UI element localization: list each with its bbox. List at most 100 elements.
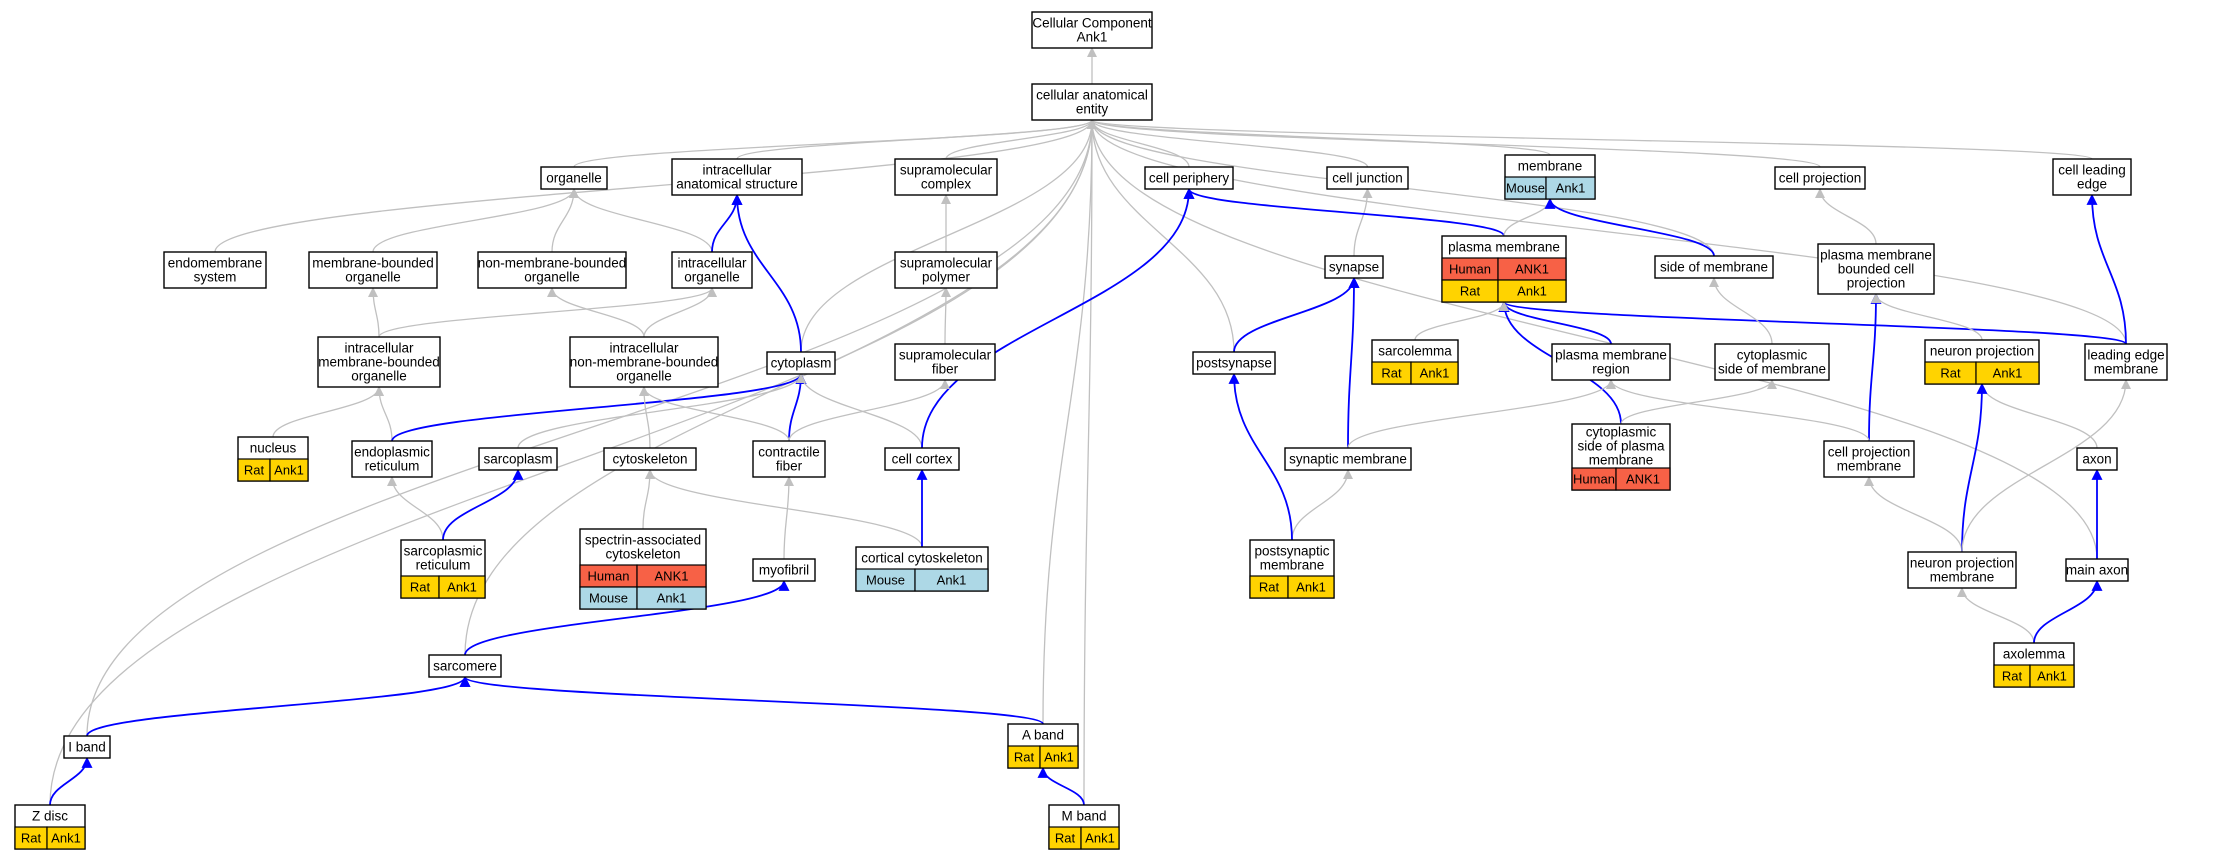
node-box bbox=[308, 251, 438, 289]
edge-psm-to-synm bbox=[1291, 469, 1353, 541]
node-syn[interactable]: synapse bbox=[1324, 255, 1384, 279]
node-label: Cellular Component bbox=[1032, 16, 1152, 31]
species-label: Mouse bbox=[866, 573, 905, 588]
edge-inmbo-to-nmbo bbox=[547, 287, 645, 338]
edge-som-to-memb bbox=[1544, 197, 1715, 257]
species-label: Rat bbox=[2002, 669, 2023, 684]
node-ccor[interactable]: cell cortex bbox=[884, 447, 960, 471]
node-myo[interactable]: myofibril bbox=[752, 558, 816, 582]
node-cproj[interactable]: cell projection bbox=[1774, 166, 1866, 190]
node-sarcop[interactable]: sarcoplasm bbox=[478, 447, 558, 471]
node-cper[interactable]: cell periphery bbox=[1144, 166, 1234, 190]
node-label: side of plasma bbox=[1577, 439, 1665, 454]
node-cjun[interactable]: cell junction bbox=[1326, 166, 1409, 190]
species-label: Rat bbox=[410, 580, 431, 595]
node-psyn[interactable]: postsynapse bbox=[1192, 351, 1276, 375]
node-box bbox=[1774, 166, 1866, 190]
node-label: membrane bbox=[1930, 570, 1995, 585]
edge-npm-to-lem bbox=[1961, 379, 2131, 553]
node-label: sarcoplasmic bbox=[404, 544, 483, 559]
gene-cell bbox=[1545, 176, 1596, 200]
node-label: cytoskeleton bbox=[605, 547, 680, 562]
node-box bbox=[766, 351, 836, 375]
node-label: cellular anatomical bbox=[1036, 88, 1148, 103]
node-box bbox=[671, 158, 803, 196]
species-label: Rat bbox=[244, 463, 265, 478]
edge-psm-to-psyn bbox=[1228, 372, 1293, 541]
gene-label: Ank1 bbox=[1517, 284, 1547, 299]
node-cyto[interactable]: cytoplasm bbox=[766, 351, 836, 375]
node-axon[interactable]: axon bbox=[2076, 447, 2118, 471]
node-label: cytoskeleton bbox=[612, 452, 687, 467]
node-label: intracellular bbox=[677, 256, 747, 271]
node-box bbox=[317, 336, 441, 388]
node-label: nucleus bbox=[250, 441, 297, 456]
edge-imbo-to-io bbox=[378, 287, 717, 338]
edge-ias-to-cae bbox=[736, 119, 1097, 160]
node-label: membrane bbox=[1837, 459, 1902, 474]
gene-label: Ank1 bbox=[1044, 750, 1074, 765]
node-label: non-membrane-bounded bbox=[570, 355, 719, 370]
edge-cfib-to-smf bbox=[788, 379, 950, 442]
node-som[interactable]: side of membrane bbox=[1654, 255, 1774, 279]
node-inmbo[interactable]: intracellularnon-membrane-boundedorganel… bbox=[569, 336, 719, 388]
node-box bbox=[1031, 11, 1153, 49]
edge-mband-to-aband bbox=[1037, 766, 1085, 806]
edge-sarcop-to-cyto bbox=[517, 373, 806, 449]
node-box bbox=[569, 336, 719, 388]
node-box bbox=[1817, 243, 1935, 295]
node-box bbox=[1714, 343, 1830, 381]
node-box bbox=[894, 343, 996, 381]
species-label: Human bbox=[1449, 262, 1491, 277]
node-box bbox=[2076, 447, 2118, 471]
node-cytosk[interactable]: cytoskeleton bbox=[603, 447, 697, 471]
edge-sr-to-sarcop bbox=[442, 468, 524, 541]
node-maxon[interactable]: main axon bbox=[2065, 558, 2129, 582]
node-synm[interactable]: synaptic membrane bbox=[1284, 447, 1412, 471]
node-iband[interactable]: I band bbox=[63, 735, 111, 759]
species-label: Rat bbox=[1381, 366, 1402, 381]
node-sarcomere[interactable]: sarcomere bbox=[428, 654, 502, 678]
node-label: myofibril bbox=[759, 563, 809, 578]
node-label: main axon bbox=[2066, 563, 2128, 578]
node-label: organelle bbox=[546, 171, 602, 186]
node-organelle[interactable]: organelle bbox=[540, 166, 608, 190]
gene-cell bbox=[2029, 664, 2075, 688]
node-label: cell projection bbox=[1828, 445, 1911, 460]
